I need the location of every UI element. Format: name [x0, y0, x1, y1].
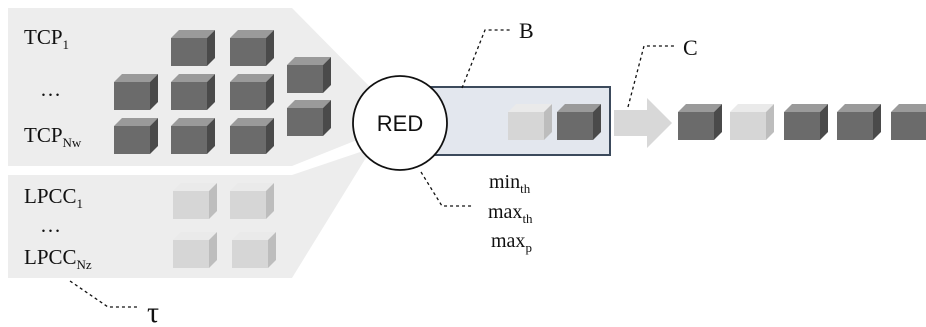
- red-params-leader: [420, 171, 472, 207]
- tcp-packet-cube-icon: [171, 74, 215, 110]
- red-circle: [352, 75, 448, 171]
- tcp-packet-cube-icon: [171, 30, 215, 66]
- tcp-packet-cube-icon: [230, 118, 274, 154]
- tcp-packet-cube-icon: [171, 118, 215, 154]
- buffer-callout-label: B: [519, 18, 534, 43]
- lpcc-callout-tau: τ: [147, 296, 159, 327]
- output-packet-cube-icon: [891, 104, 926, 140]
- arrow-right-icon: [614, 98, 672, 148]
- red-param-max-p: maxp: [491, 230, 532, 255]
- tcp-packet-cube-icon: [230, 30, 274, 66]
- tcp-packet-cube-icon: [287, 100, 331, 136]
- capacity-callout-label: C: [683, 35, 698, 60]
- tcp-last-label: TCPNw: [24, 123, 82, 150]
- output-packet-cube-icon: [678, 104, 722, 140]
- output-packet-cube-icon: [730, 104, 774, 140]
- red-param-max-th: maxth: [488, 201, 533, 226]
- tcp-packet-cube-icon: [287, 57, 331, 93]
- tcp-packet-cube-icon: [230, 74, 274, 110]
- red-label: RED: [377, 111, 423, 136]
- buffer-callout-leader: [461, 29, 510, 89]
- red-param-min-th: minth: [489, 171, 531, 196]
- lpcc-ellipsis: …: [40, 213, 61, 237]
- capacity-callout-leader: [627, 45, 675, 108]
- output-packet-cube-icon: [784, 104, 828, 140]
- lpcc-packet-cube-icon: [173, 183, 217, 219]
- lpcc-packet-cube-icon: [173, 232, 217, 268]
- lpcc-packet-cube-icon: [232, 232, 276, 268]
- lpcc-last-label: LPCCNz: [24, 245, 92, 272]
- output-packet-cube-icon: [837, 104, 881, 140]
- lpcc-first-label: LPCC1: [24, 184, 83, 211]
- lpcc-callout-leader: [69, 280, 140, 308]
- buffer-packet-cube-icon: [557, 104, 601, 140]
- buffer-packet-cube-icon: [508, 104, 552, 140]
- tcp-first-label: TCP1: [24, 25, 69, 52]
- lpcc-packet-cube-icon: [230, 183, 274, 219]
- tcp-ellipsis: …: [40, 77, 61, 101]
- tcp-packet-cube-icon: [114, 118, 158, 154]
- tcp-packet-cube-icon: [114, 74, 158, 110]
